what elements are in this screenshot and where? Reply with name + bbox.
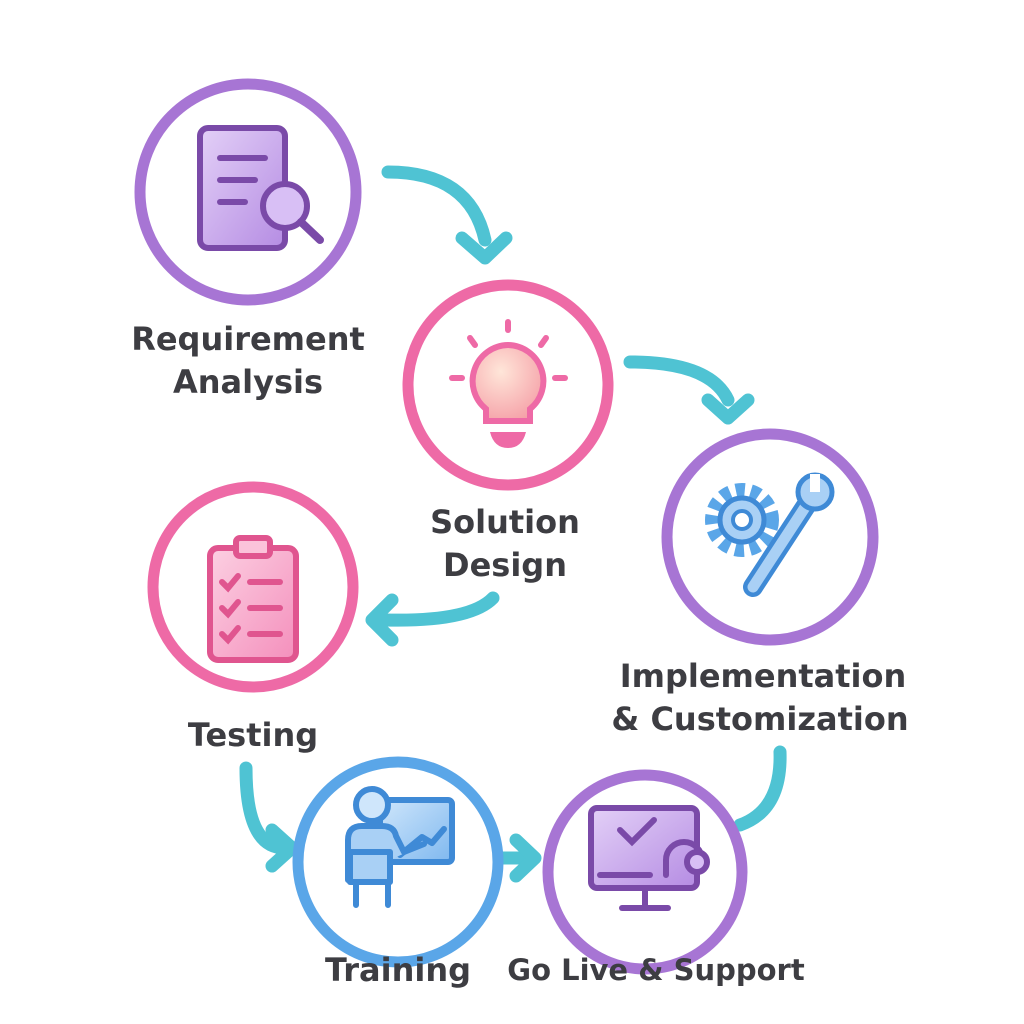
label-testing: Testing [188, 716, 318, 754]
document-search-icon [197, 125, 324, 251]
label-implementation-line2: & Customization [611, 700, 908, 738]
monitor-headset-icon [588, 805, 710, 911]
lightbulb-icon [449, 319, 568, 448]
arrow-1 [381, 165, 492, 247]
arrow-3 [378, 591, 500, 627]
gear-wrench-icon [705, 472, 835, 597]
label-design-line1: Solution [430, 503, 580, 541]
arrow-6 [733, 745, 787, 832]
arrowhead-4 [265, 823, 299, 873]
arrowhead-1 [455, 231, 513, 265]
label-implementation-line1: Implementation [620, 657, 907, 695]
label-training: Training [325, 951, 471, 989]
arrowhead-2 [701, 393, 755, 425]
arrowhead-5 [509, 833, 542, 883]
clipboard-checklist-icon [207, 535, 299, 663]
label-requirement-line1: Requirement [131, 320, 365, 358]
arrowhead-3 [365, 593, 399, 647]
arrow-2 [623, 355, 735, 407]
presenter-board-icon [345, 786, 455, 908]
arrow-4 [239, 761, 292, 855]
label-design-line2: Design [443, 546, 567, 584]
label-requirement-line2: Analysis [173, 363, 323, 401]
label-golive: Go Live & Support [507, 953, 805, 987]
